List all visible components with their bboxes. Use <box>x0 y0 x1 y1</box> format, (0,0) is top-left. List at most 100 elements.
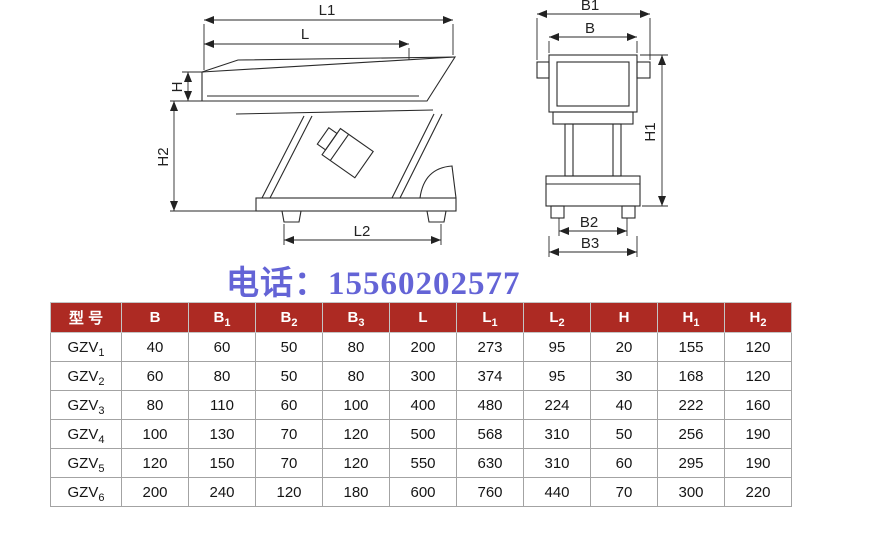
header-text: B <box>280 309 292 326</box>
model-text: GZV <box>67 396 99 414</box>
model-subscript: 5 <box>98 462 105 475</box>
table-row: GZV1 40 60 50 80 200 273 95 20 155 120 <box>50 332 792 362</box>
table-cell: 80 <box>322 332 390 362</box>
dim-label-B3: B3 <box>581 235 599 252</box>
table-cell: 310 <box>523 419 591 449</box>
table-cell: 630 <box>456 448 524 478</box>
header-text: H <box>618 309 630 326</box>
dimension-labels: L1 L H H2 L2 B1 B H1 B2 B3 <box>155 0 659 252</box>
header-subscript: 1 <box>491 317 498 329</box>
table-cell: 760 <box>456 477 524 507</box>
header-H: H <box>590 302 658 333</box>
model-cell: GZV5 <box>50 448 122 478</box>
table-cell: 40 <box>121 332 189 362</box>
table-cell: 80 <box>322 361 390 391</box>
table-cell: 310 <box>523 448 591 478</box>
model-subscript: 4 <box>98 433 105 446</box>
table-cell: 500 <box>389 419 457 449</box>
table-cell: 480 <box>456 390 524 420</box>
table-cell: 120 <box>322 419 390 449</box>
table-cell: 224 <box>523 390 591 420</box>
table-cell: 60 <box>255 390 323 420</box>
table-cell: 240 <box>188 477 256 507</box>
header-B3: B3 <box>322 302 390 333</box>
side-view-drawing <box>201 56 457 223</box>
front-foot-right <box>621 205 636 219</box>
table-cell: 300 <box>657 477 725 507</box>
trough-section-outer <box>548 54 638 113</box>
trough-outline <box>201 56 457 102</box>
header-B1: B1 <box>188 302 256 333</box>
watermark-phone: 电话：15560202577 <box>226 266 521 302</box>
frame-top-line <box>235 109 434 115</box>
flange-right <box>636 61 651 79</box>
header-model: 型 号 <box>50 302 122 333</box>
table-cell: 200 <box>121 477 189 507</box>
table-cell: 200 <box>389 332 457 362</box>
model-subscript: 2 <box>98 375 105 388</box>
table-cell: 160 <box>724 390 792 420</box>
table-row: GZV5 120 150 70 120 550 630 310 60 295 1… <box>50 448 792 478</box>
dim-label-B: B <box>585 20 595 37</box>
table-cell: 374 <box>456 361 524 391</box>
table-cell: 150 <box>188 448 256 478</box>
front-view-drawing <box>536 54 651 219</box>
dim-label-B1: B1 <box>581 0 599 14</box>
foot-left <box>281 210 302 223</box>
flange-left <box>536 61 550 79</box>
header-L: L <box>389 302 457 333</box>
table-cell: 180 <box>322 477 390 507</box>
header-text: L <box>418 309 428 326</box>
model-text: GZV <box>67 483 99 501</box>
table-cell: 273 <box>456 332 524 362</box>
table-cell: 50 <box>590 419 658 449</box>
table-cell: 120 <box>322 448 390 478</box>
base-plate <box>255 197 457 212</box>
model-text: GZV <box>67 425 99 443</box>
table-row: GZV3 80 110 60 100 400 480 224 40 222 16… <box>50 390 792 420</box>
table-cell: 190 <box>724 419 792 449</box>
table-cell: 50 <box>255 361 323 391</box>
model-subscript: 1 <box>98 346 105 359</box>
vibration-motor <box>316 126 374 179</box>
header-text: H <box>682 309 694 326</box>
mount-band <box>552 111 634 125</box>
table-cell: 550 <box>389 448 457 478</box>
header-subscript: 2 <box>558 317 565 329</box>
table-cell: 568 <box>456 419 524 449</box>
header-L1: L1 <box>456 302 524 333</box>
table-cell: 110 <box>188 390 256 420</box>
header-text: B <box>213 309 225 326</box>
dim-label-L1: L1 <box>319 2 336 19</box>
header-subscript: 2 <box>760 317 767 329</box>
table-cell: 95 <box>523 332 591 362</box>
model-cell: GZV2 <box>50 361 122 391</box>
header-text: L <box>482 309 492 326</box>
dim-label-L: L <box>301 26 309 43</box>
table-cell: 440 <box>523 477 591 507</box>
table-cell: 600 <box>389 477 457 507</box>
table-cell: 220 <box>724 477 792 507</box>
model-cell: GZV1 <box>50 332 122 362</box>
table-cell: 20 <box>590 332 658 362</box>
model-text: GZV <box>67 454 99 472</box>
model-subscript: 6 <box>98 491 105 504</box>
header-text: B <box>347 309 359 326</box>
table-cell: 120 <box>724 361 792 391</box>
leaf-spring-right-2 <box>399 113 443 199</box>
table-cell: 70 <box>255 419 323 449</box>
spec-table: 型 号 B B1 B2 B3 L L1 L2 H H1 H2 GZV1 40 6… <box>50 302 792 507</box>
dim-label-B2: B2 <box>580 214 598 231</box>
table-cell: 100 <box>121 419 189 449</box>
front-foot-left <box>550 205 565 219</box>
table-cell: 400 <box>389 390 457 420</box>
table-row: GZV4 100 130 70 120 500 568 310 50 256 1… <box>50 419 792 449</box>
table-cell: 50 <box>255 332 323 362</box>
table-cell: 40 <box>590 390 658 420</box>
table-cell: 295 <box>657 448 725 478</box>
header-text: 型 号 <box>68 310 104 327</box>
table-cell: 60 <box>121 361 189 391</box>
dim-label-H2: H2 <box>155 147 172 166</box>
model-cell: GZV6 <box>50 477 122 507</box>
